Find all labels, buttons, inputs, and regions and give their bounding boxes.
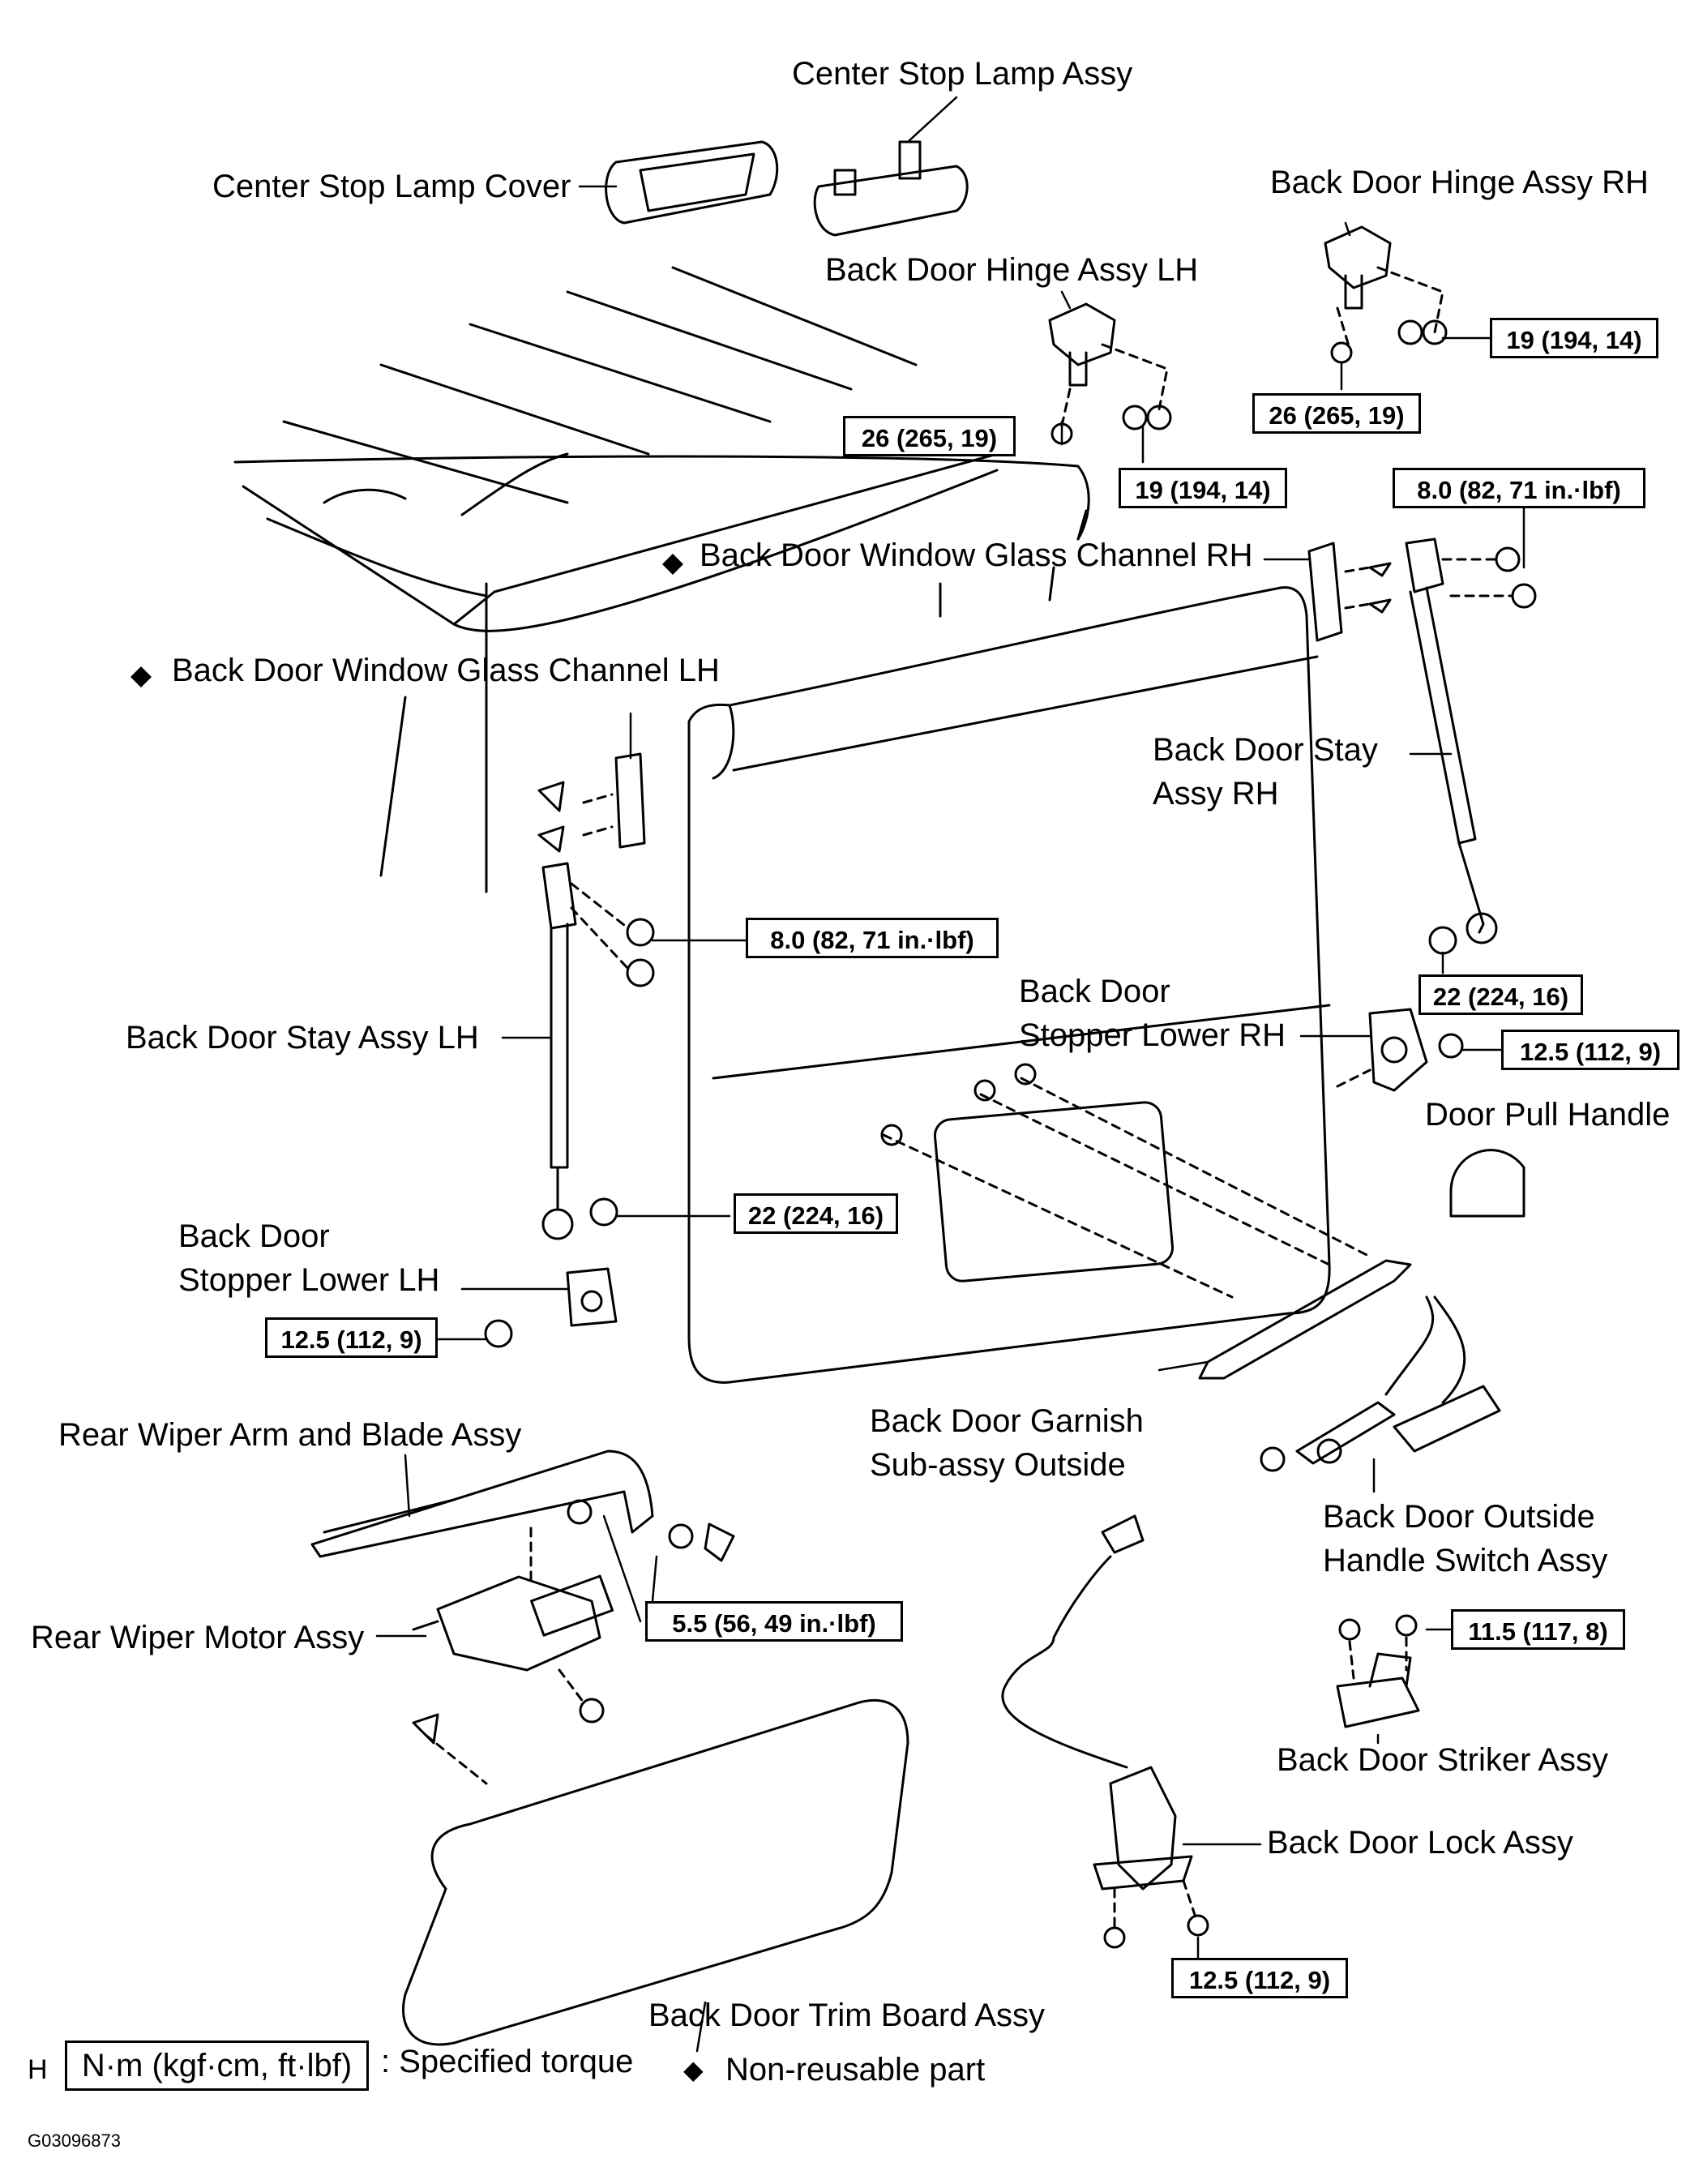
torque-stay-rh-bottom: 22 (224, 16): [1418, 974, 1583, 1015]
label-rear-wiper-motor: Rear Wiper Motor Assy: [31, 1620, 365, 1655]
torque-hinge-rh-nut: 26 (265, 19): [1252, 393, 1421, 434]
torque-lock: 12.5 (112, 9): [1171, 1958, 1348, 1998]
label-stopper-rh-2: Stopper Lower RH: [1019, 1017, 1286, 1053]
outside-handle-switch-drawing: [1260, 1295, 1501, 1472]
label-center-stop-lamp-assy: Center Stop Lamp Assy: [792, 56, 1133, 92]
label-outside-handle-switch-1: Back Door Outside: [1323, 1499, 1595, 1535]
torque-hinge-rh-bolt: 19 (194, 14): [1490, 318, 1658, 358]
label-glass-channel-lh: Back Door Window Glass Channel LH: [172, 653, 720, 688]
stopper-rh-drawing: [1336, 1008, 1464, 1092]
center-stop-lamp-cover-drawing: [605, 140, 779, 225]
label-center-stop-lamp-cover: Center Stop Lamp Cover: [212, 169, 571, 204]
label-lock-assy: Back Door Lock Assy: [1267, 1825, 1573, 1861]
torque-hinge-lh-nut: 26 (265, 19): [843, 416, 1016, 456]
lock-assy-drawing: [1001, 1514, 1209, 1949]
label-stay-assy-rh-2: Assy RH: [1153, 776, 1279, 812]
legend-unit-text: : Specified torque: [381, 2044, 634, 2079]
garnish-drawing: [880, 1063, 1412, 1380]
torque-wiper-arm-nut: 5.5 (56, 49 in.·lbf): [645, 1601, 903, 1642]
label-stopper-lh-2: Stopper Lower LH: [178, 1262, 440, 1298]
torque-stay-lh-bottom: 22 (224, 16): [734, 1193, 898, 1234]
label-rear-wiper-arm: Rear Wiper Arm and Blade Assy: [58, 1417, 522, 1453]
label-stopper-lh-1: Back Door: [178, 1218, 330, 1254]
hinge-lh-drawing: [1048, 302, 1172, 445]
door-pull-handle-drawing: [1449, 1149, 1525, 1218]
label-hinge-assy-rh: Back Door Hinge Assy RH: [1270, 165, 1649, 200]
label-striker-assy: Back Door Striker Assy: [1277, 1742, 1609, 1778]
stopper-lh-drawing: [484, 1267, 618, 1348]
label-door-pull-handle: Door Pull Handle: [1425, 1097, 1671, 1133]
legend-unit-box: N·m (kgf·cm, ft·lbf): [65, 2041, 369, 2091]
back-door-panel: [687, 586, 1331, 1384]
torque-stopper-lh: 12.5 (112, 9): [265, 1317, 438, 1358]
wiper-arm-drawing: [310, 1450, 735, 1562]
glass-channel-rh-drawing: [1307, 542, 1392, 642]
torque-stay-rh-top: 8.0 (82, 71 in.·lbf): [1393, 468, 1645, 508]
leader-lines: [375, 96, 1525, 2053]
legend-nonreusable: Non-reusable part: [725, 2052, 986, 2088]
striker-drawing: [1336, 1614, 1420, 1728]
label-glass-channel-rh: Back Door Window Glass Channel RH: [700, 537, 1253, 573]
figure-code: G03096873: [28, 2130, 121, 2151]
legend-symbol: H: [28, 2054, 48, 2085]
vehicle-body: [233, 266, 1090, 893]
trim-board-drawing: [402, 1698, 909, 2046]
stay-lh-drawing: [541, 862, 655, 1240]
label-stopper-rh-1: Back Door: [1019, 974, 1170, 1009]
torque-hinge-lh-bolt: 19 (194, 14): [1119, 468, 1287, 508]
legend-diamond-icon: ◆: [683, 2055, 704, 2084]
center-stop-lamp-assy-drawing: [813, 140, 969, 237]
stay-rh-drawing: [1405, 537, 1537, 955]
torque-striker: 11.5 (117, 8): [1451, 1609, 1625, 1650]
diamond-icon: [131, 554, 683, 687]
label-garnish-1: Back Door Garnish: [870, 1403, 1144, 1439]
glass-channel-lh-drawing: [537, 752, 646, 853]
label-stay-assy-lh: Back Door Stay Assy LH: [126, 1020, 479, 1056]
label-outside-handle-switch-2: Handle Switch Assy: [1323, 1543, 1608, 1578]
label-garnish-2: Sub-assy Outside: [870, 1447, 1126, 1483]
torque-stopper-rh: 12.5 (112, 9): [1501, 1030, 1679, 1070]
label-hinge-assy-lh: Back Door Hinge Assy LH: [825, 252, 1199, 288]
wiper-motor-drawing: [412, 1527, 614, 1724]
label-trim-board: Back Door Trim Board Assy: [648, 1998, 1046, 2033]
torque-stay-lh-top: 8.0 (82, 71 in.·lbf): [746, 918, 999, 958]
hinge-rh-drawing: [1324, 225, 1448, 364]
label-stay-assy-rh-1: Back Door Stay: [1153, 732, 1378, 768]
